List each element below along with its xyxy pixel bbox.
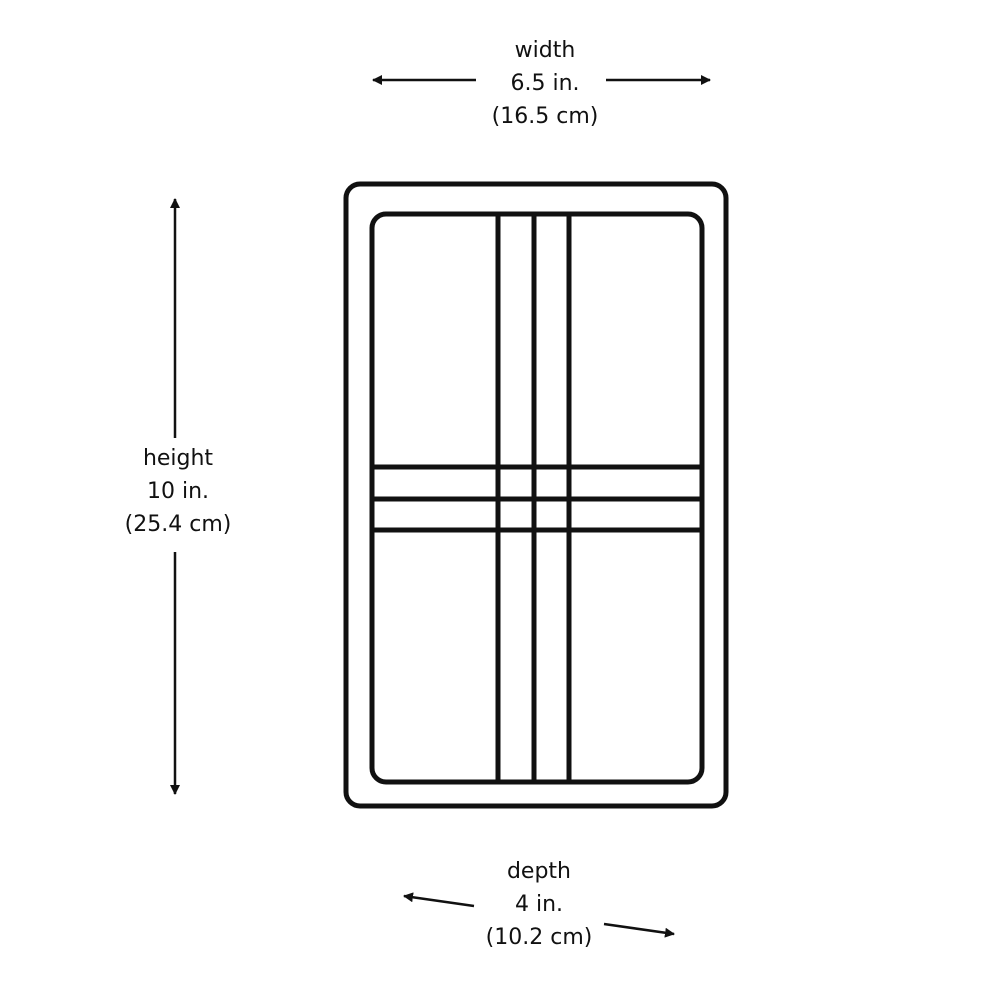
height-imperial: 10 in. [146, 479, 210, 504]
height-metric: (25.4 cm) [124, 512, 232, 537]
depth-imperial: 4 in. [514, 892, 564, 917]
width-metric: (16.5 cm) [491, 104, 599, 129]
depth-metric: (10.2 cm) [485, 925, 593, 950]
depth-title: depth [506, 859, 572, 884]
depth-label: depth 4 in. (10.2 cm) [439, 855, 639, 954]
height-label: height 10 in. (25.4 cm) [78, 442, 278, 541]
width-imperial: 6.5 in. [510, 71, 580, 96]
outer-frame [343, 181, 729, 809]
width-title: width [514, 38, 576, 63]
height-title: height [142, 446, 214, 471]
width-label: width 6.5 in. (16.5 cm) [445, 34, 645, 133]
product-outline [343, 181, 729, 809]
depth-arrow [403, 892, 675, 938]
